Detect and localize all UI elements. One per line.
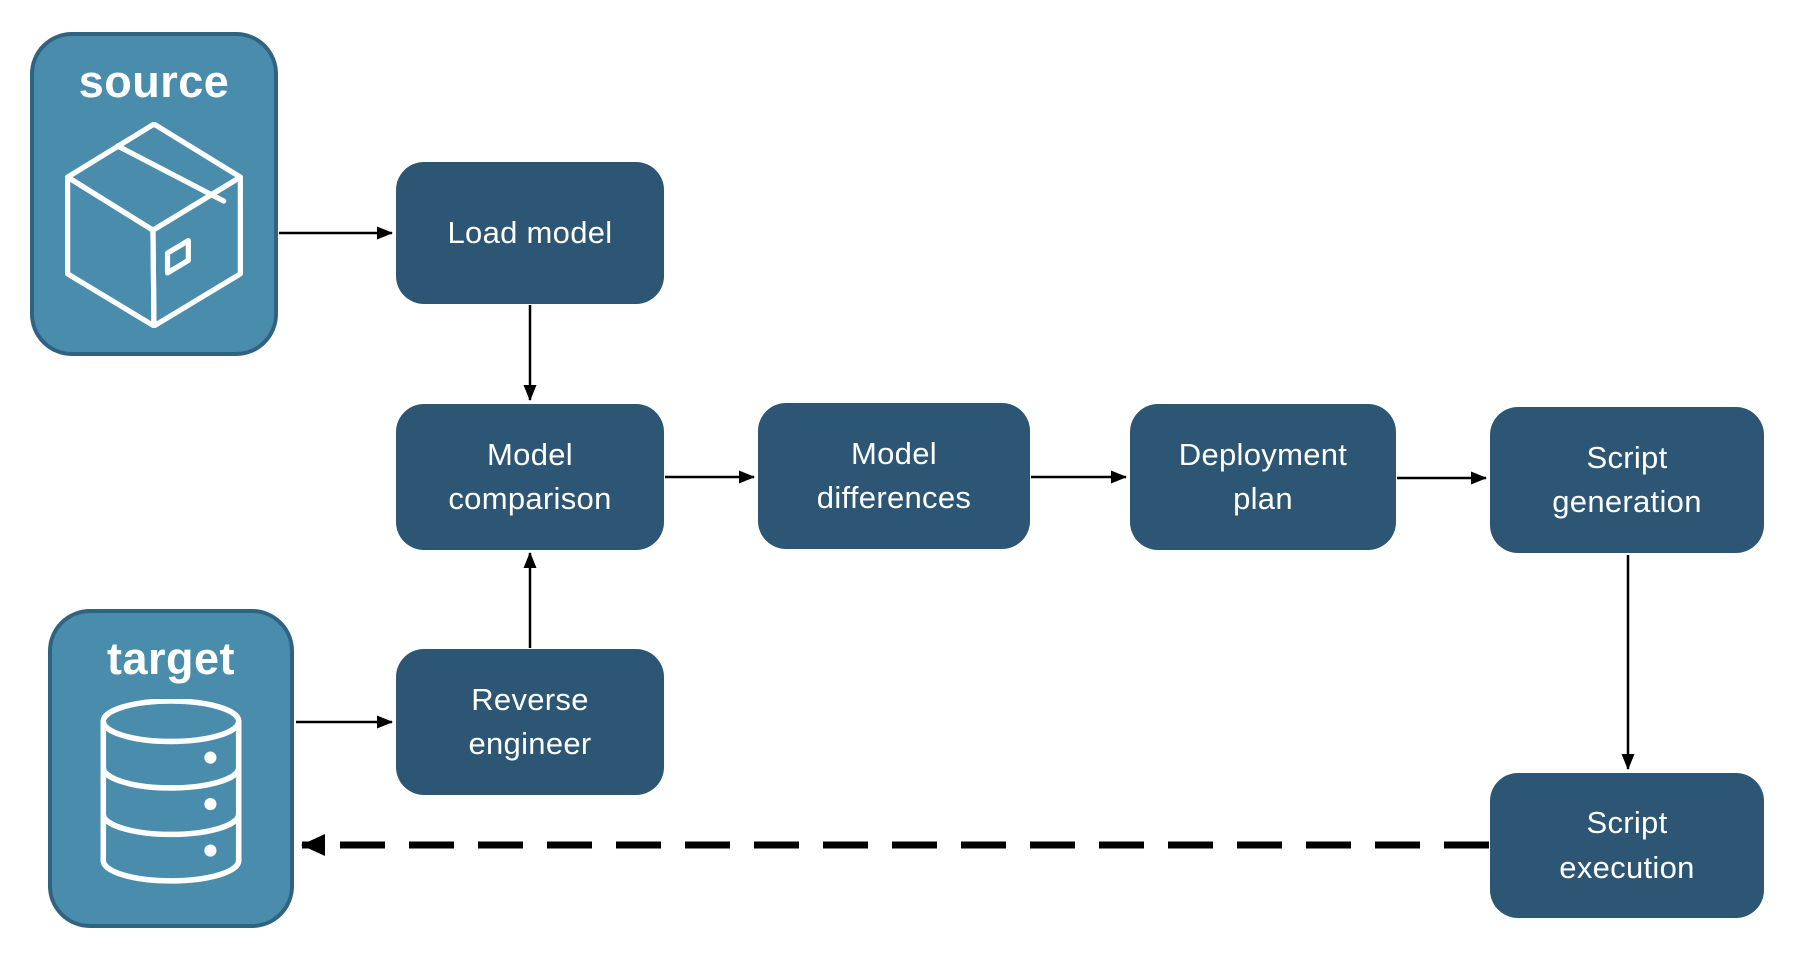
source-label: source [78, 56, 230, 107]
package-icon [65, 122, 243, 328]
node-model-comparison: Model comparison [396, 404, 664, 550]
node-model-differences: Model differences [758, 403, 1030, 549]
node-script-generation: Script generation [1490, 407, 1764, 553]
node-deployment-plan: Deployment plan [1130, 404, 1396, 550]
node-reverse-engineer: Reverse engineer [396, 649, 664, 795]
endpoint-target: target [48, 609, 294, 928]
node-load-model: Load model [396, 162, 664, 304]
endpoint-source: source [30, 32, 278, 356]
target-label: target [106, 633, 236, 684]
node-script-execution: Script execution [1490, 773, 1764, 918]
database-icon [100, 699, 242, 884]
